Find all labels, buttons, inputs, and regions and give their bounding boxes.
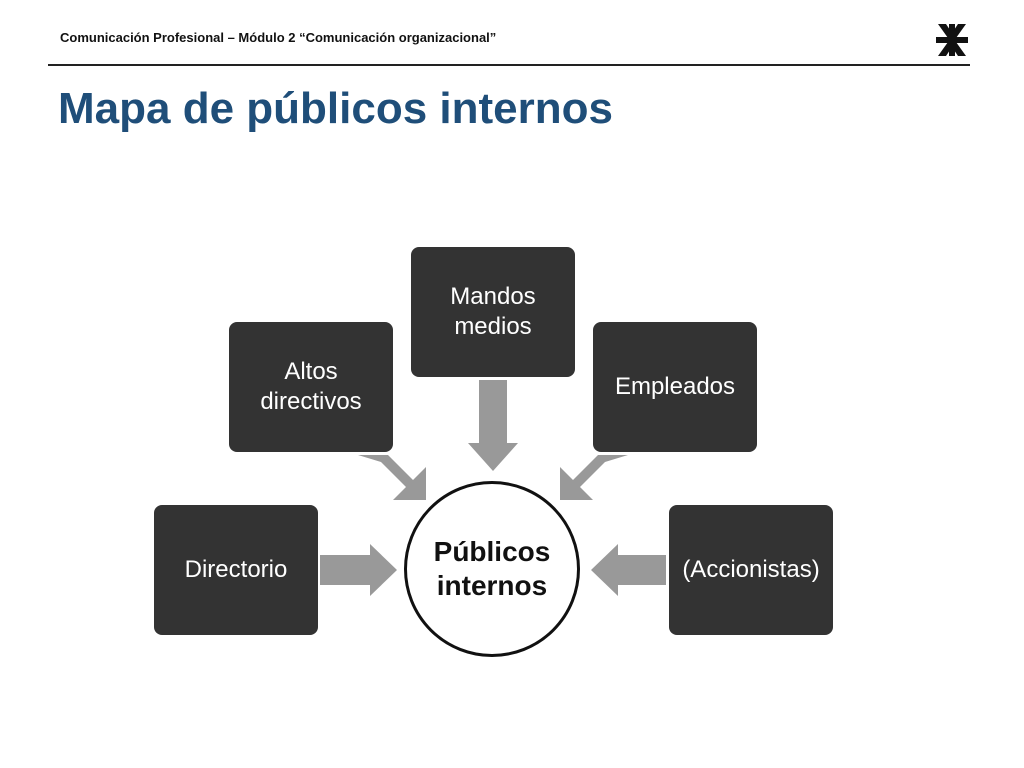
arrow-mandos-medios — [468, 380, 518, 471]
arrow-accionistas — [591, 544, 666, 596]
arrow-directorio — [320, 544, 397, 596]
arrow-empleados — [560, 455, 628, 500]
slide-header: Comunicación Profesional – Módulo 2 “Com… — [60, 30, 497, 45]
center-label-line1: Públicos — [433, 536, 551, 568]
header-divider — [48, 64, 970, 66]
node-accionistas: (Accionistas) — [669, 505, 833, 635]
node-empleados: Empleados — [593, 322, 757, 452]
arrow-altos-directivos — [358, 455, 426, 500]
center-label-line2: internos — [436, 570, 548, 601]
center-publicos-internos: Públicos internos — [404, 481, 580, 657]
node-mandos-medios: Mandos medios — [411, 247, 575, 377]
slide-title: Mapa de públicos internos — [58, 84, 613, 133]
node-directorio: Directorio — [154, 505, 318, 635]
node-altos-directivos: Altos directivos — [229, 322, 393, 452]
utn-logo-icon — [936, 24, 968, 56]
